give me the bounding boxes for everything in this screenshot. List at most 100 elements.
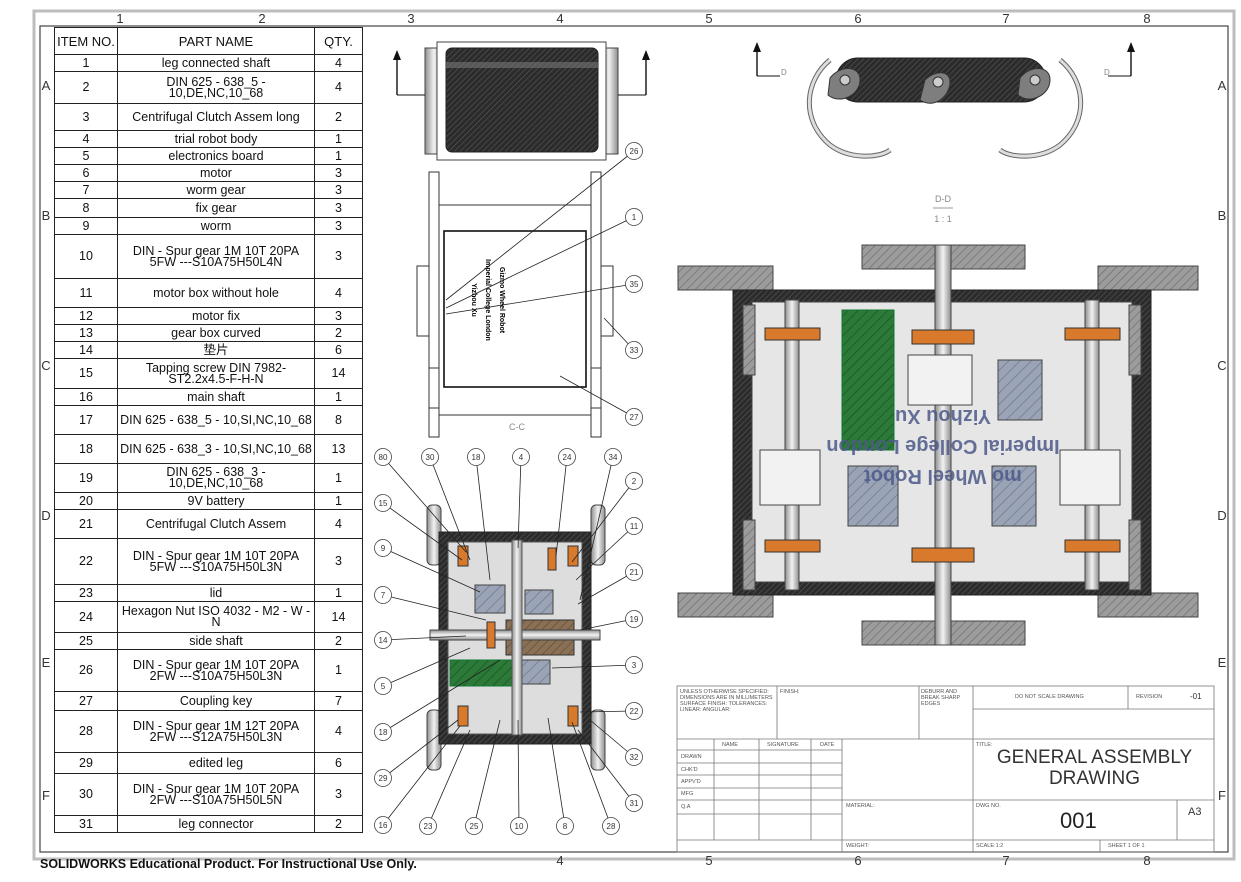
- balloon-circle: [625, 275, 643, 293]
- zone-right-F: F: [1218, 788, 1226, 803]
- bom-cell-name: Centrifugal Clutch Assem: [117, 509, 315, 539]
- drawing-title-line-2: DRAWING: [1048, 768, 1141, 789]
- solidworks-watermark: SOLIDWORKS Educational Product. For Inst…: [40, 857, 417, 871]
- bom-cell-name: 9V battery: [117, 492, 315, 510]
- balloon-circle: [374, 677, 392, 695]
- bom-header-name: PART NAME: [117, 27, 315, 55]
- balloon-leader: [473, 719, 501, 827]
- bom-cell-qty: 14: [314, 358, 363, 389]
- bom-cell-item: 11: [54, 278, 118, 308]
- balloon-leader: [579, 618, 635, 631]
- bom-cell-item: 1: [54, 54, 118, 72]
- balloon-circle: [419, 817, 437, 835]
- balloon-leader: [427, 729, 471, 827]
- balloon-leader: [517, 719, 520, 827]
- balloon-leader: [382, 594, 487, 621]
- balloon-label: 18: [472, 453, 481, 462]
- engraving-line-2: Imperial College London: [484, 259, 491, 341]
- bom-cell-qty: 1: [314, 147, 363, 165]
- bom-cell-qty: 3: [314, 181, 363, 199]
- zone-left-C: C: [41, 358, 50, 373]
- title-block: [676, 685, 1215, 853]
- bom-cell-qty: 3: [314, 198, 363, 218]
- bom-cell-name: electronics board: [117, 147, 315, 165]
- bom-cell-qty: 2: [314, 324, 363, 342]
- bom-cell-qty: 3: [314, 773, 363, 816]
- balloon-label: 30: [426, 453, 435, 462]
- sheet-border-inner: [39, 25, 1229, 853]
- bom-cell-qty: 1: [314, 649, 363, 692]
- drawing-title-line-1: GENERAL ASSEMBLY: [996, 747, 1193, 768]
- balloon-circle: [625, 408, 643, 426]
- balloon-label: 1: [632, 213, 637, 222]
- bom-cell-name: Coupling key: [117, 691, 315, 711]
- zone-right-B: B: [1218, 208, 1227, 223]
- balloon-leader: [559, 375, 635, 418]
- balloon-label: 16: [379, 821, 388, 830]
- bom-cell-item: 21: [54, 509, 118, 539]
- zone-bottom-6: 6: [854, 853, 861, 868]
- sheet-number: SHEET 1 OF 1: [1108, 843, 1145, 849]
- bom-cell-qty: 2: [314, 103, 363, 131]
- bom-cell-item: 15: [54, 358, 118, 389]
- zone-top-1: 1: [116, 11, 123, 26]
- balloon-leader: [577, 729, 635, 804]
- revision-value: -01: [1190, 692, 1202, 701]
- bom-cell-qty: 3: [314, 164, 363, 182]
- sheet-size: A3: [1188, 806, 1202, 818]
- engraving-large-2: Imperial College London: [826, 435, 1059, 457]
- section-d-label-left: D: [781, 68, 787, 77]
- balloon-label: 2: [632, 477, 637, 486]
- balloon-circle: [625, 702, 643, 720]
- bom-cell-name: Centrifugal Clutch Assem long: [117, 103, 315, 131]
- bom-cell-qty: 4: [314, 71, 363, 104]
- bom-cell-name: main shaft: [117, 388, 315, 406]
- balloon-label: 32: [630, 753, 639, 762]
- bom-cell-item: 5: [54, 147, 118, 165]
- bom-cell-name: motor: [117, 164, 315, 182]
- engraving-line-1: Gizmo Wheel Robot: [498, 267, 505, 334]
- col-name: NAME: [722, 742, 738, 748]
- bom-cell-name: leg connector: [117, 815, 315, 833]
- bom-cell-item: 6: [54, 164, 118, 182]
- sheet-border-outer: [32, 9, 1236, 861]
- bom-cell-name: side shaft: [117, 632, 315, 650]
- balloon-leader: [382, 725, 461, 826]
- bom-cell-item: 12: [54, 307, 118, 325]
- bom-cell-item: 18: [54, 434, 118, 464]
- row-approved: APPV'D: [681, 779, 701, 785]
- balloon-circle: [604, 448, 622, 466]
- bom-cell-item: 17: [54, 405, 118, 435]
- bom-cell-name: motor fix: [117, 307, 315, 325]
- bom-cell-qty: 13: [314, 434, 363, 464]
- bom-cell-item: 24: [54, 601, 118, 633]
- bom-cell-name: fix gear: [117, 198, 315, 218]
- zone-right-A: A: [1218, 78, 1227, 93]
- balloon-label: 18: [379, 728, 388, 737]
- bom-cell-qty: 14: [314, 601, 363, 633]
- bom-cell-qty: 3: [314, 217, 363, 235]
- bom-cell-name: worm gear: [117, 181, 315, 199]
- balloon-leader: [571, 480, 635, 563]
- balloon-circle: [510, 817, 528, 835]
- balloon-label: 31: [630, 799, 639, 808]
- zone-top-4: 4: [556, 11, 563, 26]
- zone-right-D: D: [1217, 508, 1226, 523]
- bom-cell-item: 23: [54, 584, 118, 602]
- balloon-label: 14: [379, 636, 388, 645]
